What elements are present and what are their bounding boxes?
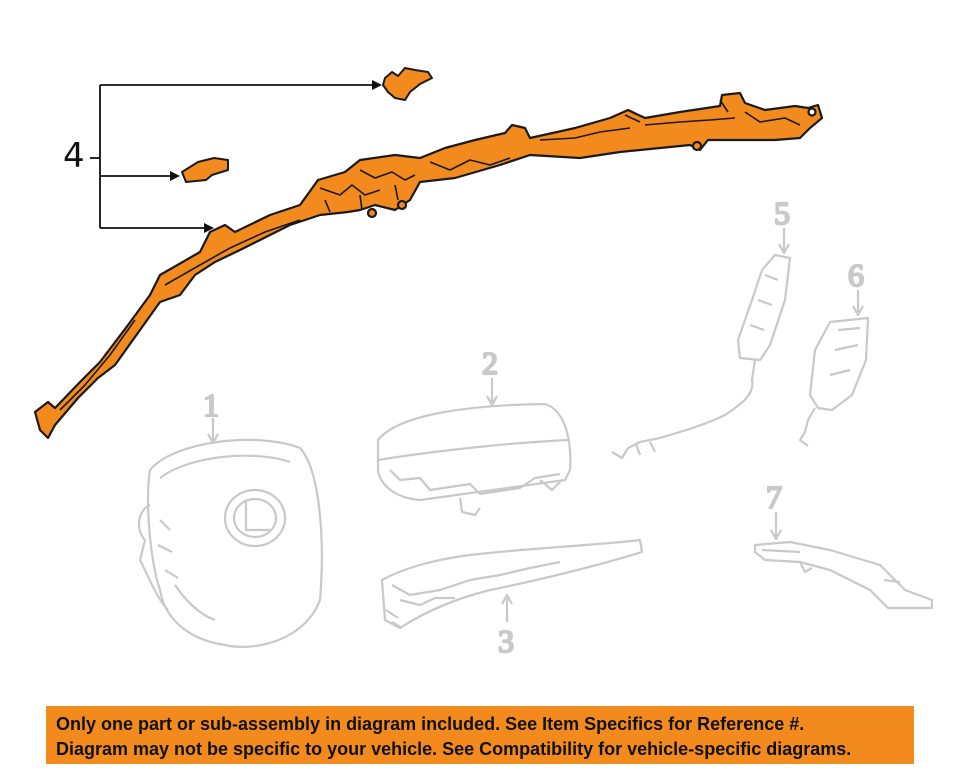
bracket [753,512,934,610]
side-airbag [798,290,870,447]
callout-3: 3 [498,623,514,659]
retainer-clip [181,157,229,183]
push-clip [382,67,433,101]
curtain-airbag-highlighted [33,91,824,440]
disclaimer-banner: Only one part or sub-assembly in diagram… [46,706,914,764]
callout-4: 4 [63,136,85,176]
ghost-parts: 1 2 3 5 6 7 [137,194,934,660]
curtain-sensor-harness [611,228,792,460]
disclaimer-line-1: Only one part or sub-assembly in diagram… [56,714,805,734]
passenger-airbag-module [376,378,572,517]
leader-arrowheads [170,80,382,233]
callout-2: 2 [482,345,498,381]
clip-parts [181,67,433,183]
callout-5: 5 [774,195,790,231]
disclaimer-line-2: Diagram may not be specific to your vehi… [56,739,852,759]
callout-1: 1 [203,387,219,423]
callout-7: 7 [766,479,782,515]
steering-wheel-airbag [137,418,323,648]
callout-4-leaders [90,84,374,229]
callout-6: 6 [848,257,864,293]
knee-airbag [380,538,644,630]
